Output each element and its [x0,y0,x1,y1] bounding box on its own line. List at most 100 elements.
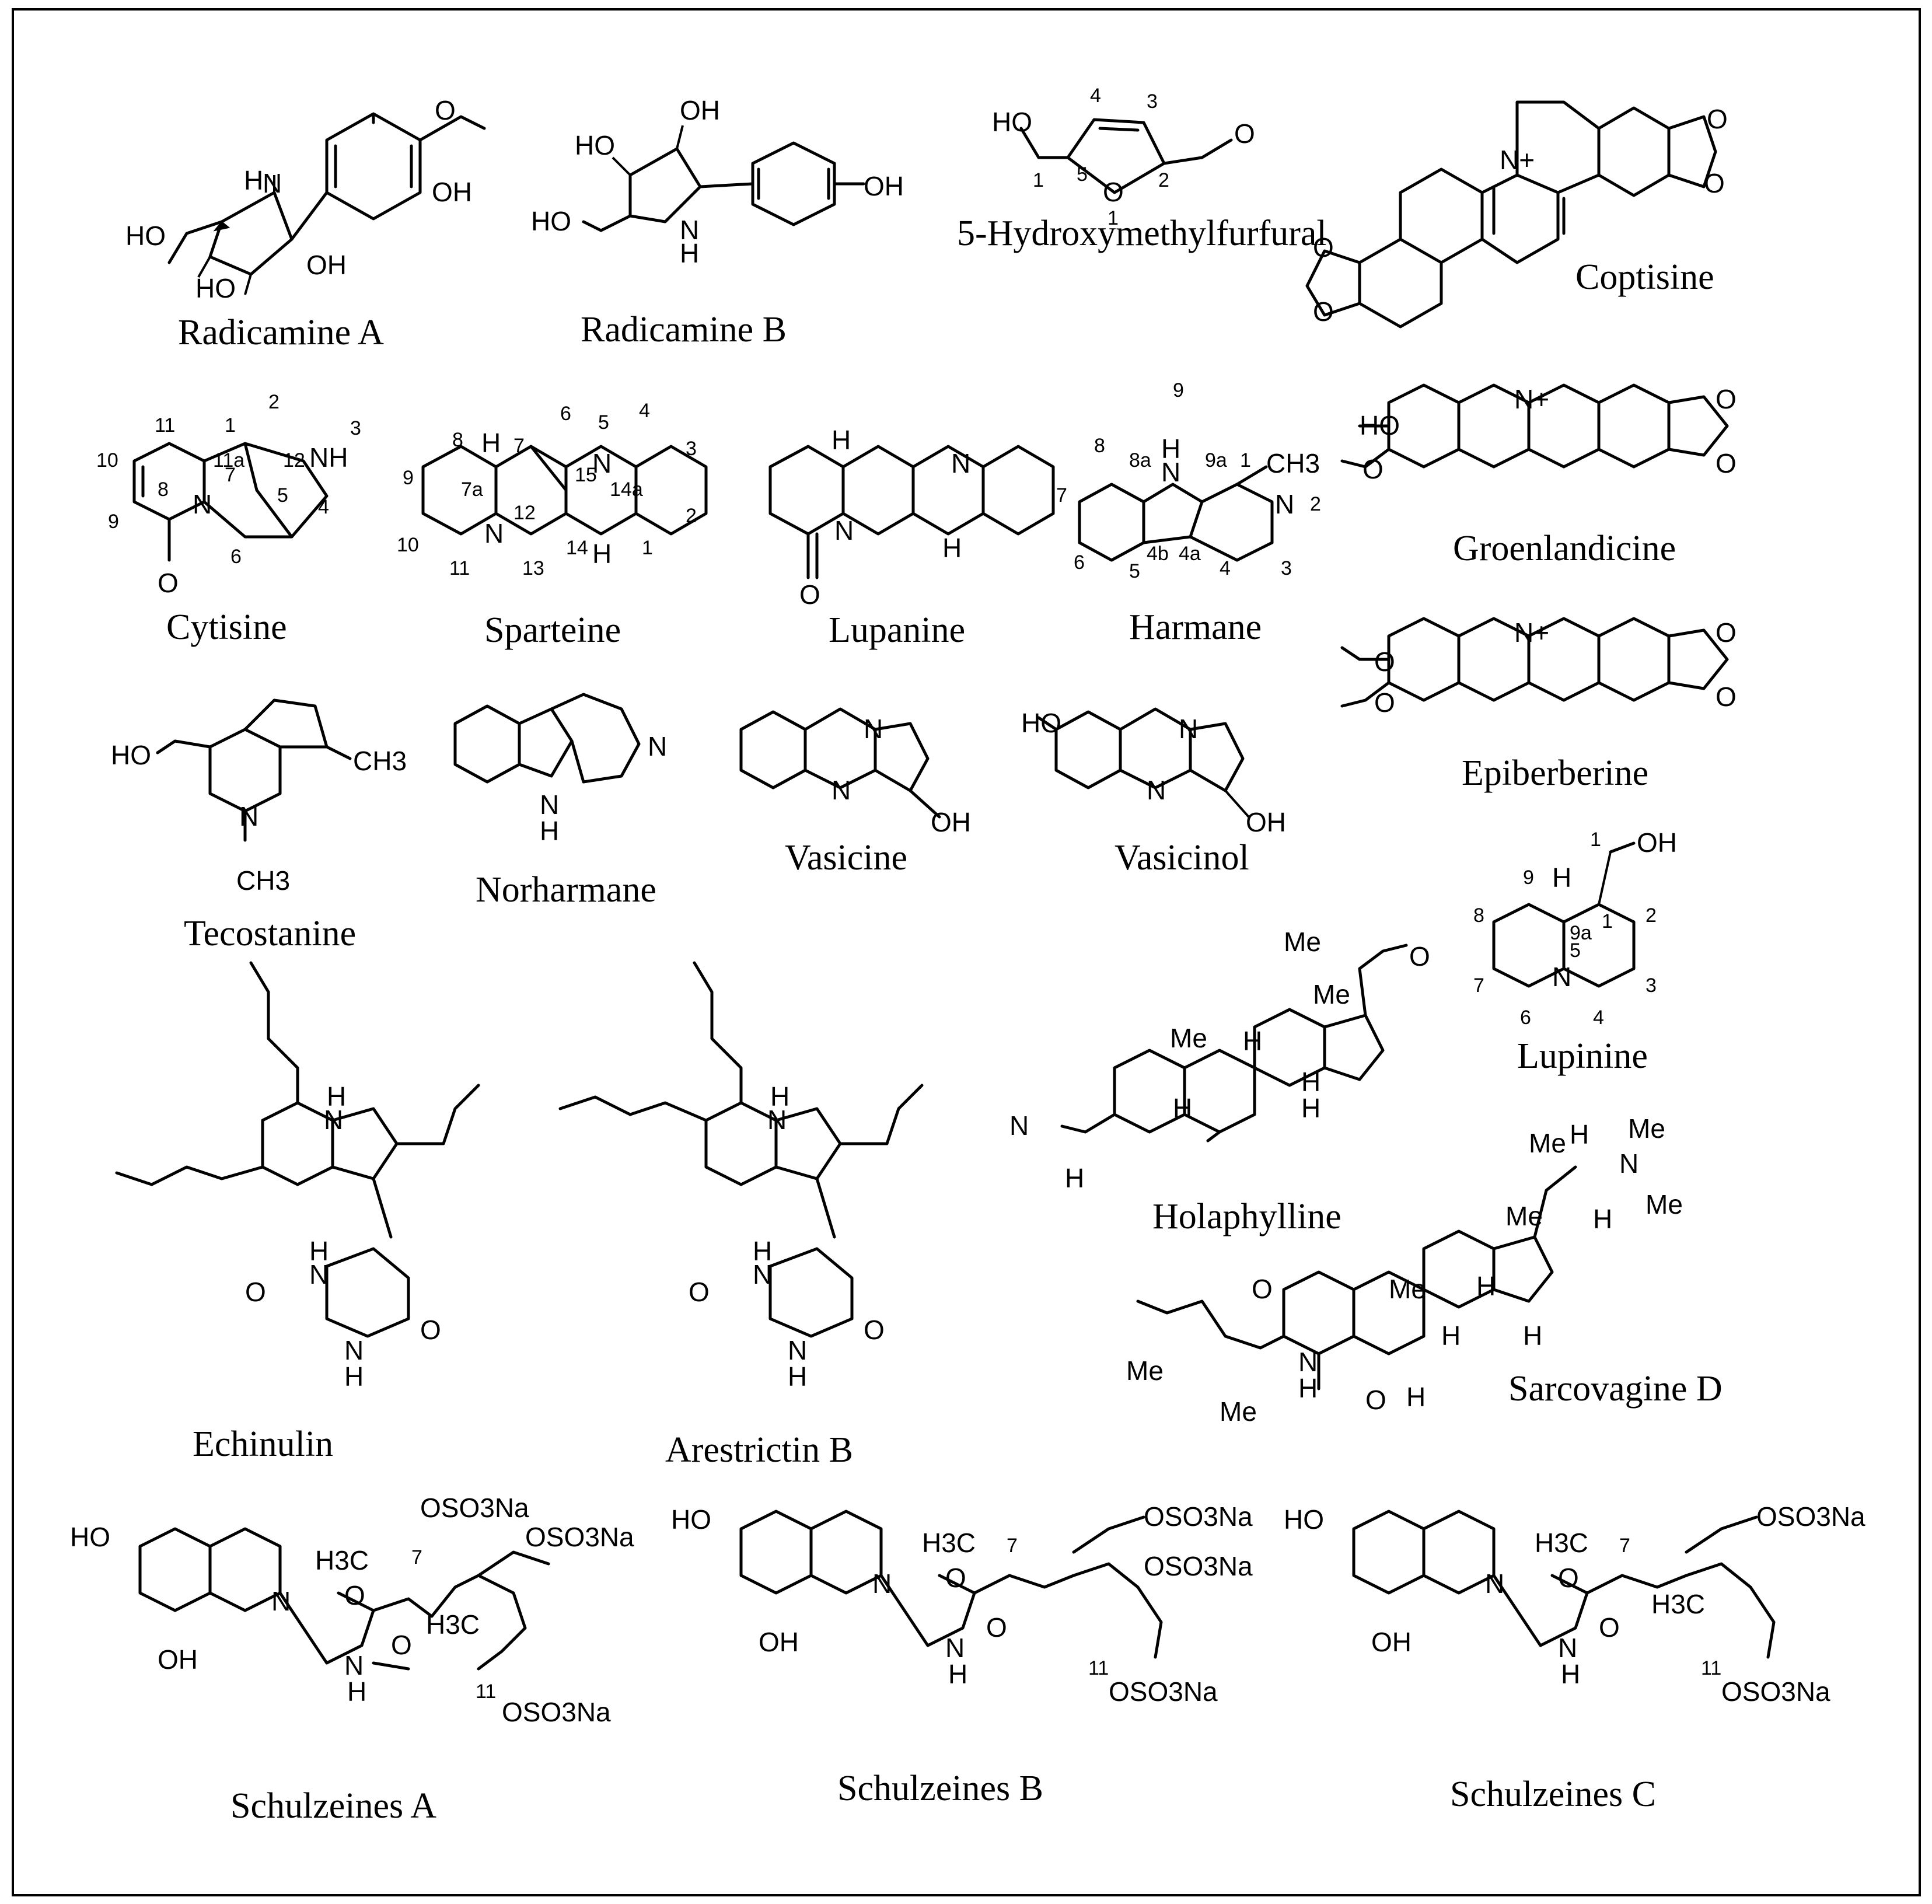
atom-number: 8 [452,429,463,451]
atom-label: N [648,731,667,761]
atom-label: O [420,1315,441,1345]
atom-label: OSO3Na [1144,1501,1253,1532]
atom-label: H [347,1676,366,1707]
atom-label: Me [1313,979,1350,1009]
atom-label: O [391,1630,412,1660]
atom-label: O [1374,687,1395,718]
atom-label: HO [70,1522,110,1552]
atom-label: Me [1645,1189,1683,1220]
compound-holaphylline: Me O Me H H H Me H N H Holaphylline [1009,927,1430,1236]
atom-label: HO [992,107,1032,137]
atom-number: 2 [268,391,280,413]
atom-label: H [1476,1271,1496,1301]
compound-schulzeines-b: HO N O OH H3C OSO3Na OSO3Na O N H OSO3Na… [671,1501,1253,1808]
compound-sarcovagine-d: Me H N Me Me H Me H Me H H O N H O H Me … [1126,1113,1723,1427]
atom-number: 8 [1473,904,1484,927]
atom-number: 4 [1220,557,1231,579]
atom-label: HO [1284,1504,1324,1535]
atom-label: O [245,1277,266,1307]
atom-label: N [767,1105,787,1135]
atom-label: HO [195,273,236,303]
atom-number: 4a [1179,543,1201,565]
atom-label: Me [1126,1355,1164,1386]
compound-tecostanine: HO CH3 N CH3 Tecostanine [111,698,407,953]
atom-label: H [327,1081,346,1112]
compound-name: Norharmane [476,870,656,910]
atom-label: H3C [1651,1589,1705,1619]
compound-name: 5-Hydroxymethylfurfural [957,214,1327,253]
compound-vasicinol: HO N N OH Vasicinol [1021,707,1286,878]
compound-name: Tecostanine [184,914,356,953]
atom-label: H [1523,1320,1542,1351]
atom-number: 11 [1701,1657,1721,1679]
atom-label: HO [671,1504,711,1535]
compound-name: Schulzeines B [837,1769,1043,1808]
atom-label: N [309,1259,329,1290]
atom-label: OSO3Na [1109,1676,1218,1707]
atom-label: H [1298,1373,1318,1403]
atom-label: OSO3Na [1144,1551,1253,1581]
atom-number: 1 [225,414,236,436]
atom-label: O [1558,1563,1579,1593]
atom-label: HO [111,740,151,770]
atom-label: H [948,1659,967,1689]
atom-number: 15 [575,464,597,486]
atom-label: H [1243,1026,1262,1056]
atom-label: N [864,714,883,744]
atom-number: 8 [158,478,169,501]
atom-number: 14 [566,537,588,559]
atom-label: H [753,1236,772,1266]
atom-number: 5 [1129,560,1140,582]
atom-label: N [540,789,559,820]
atom-label: O [1313,232,1334,263]
atom-label: CH3 [1266,448,1320,478]
compound-name: Echinulin [193,1424,333,1464]
atom-label: H [1561,1659,1580,1689]
atom-label: O [1313,296,1334,327]
compound-name: Groenlandicine [1453,529,1676,568]
atom-label: OSO3Na [420,1493,529,1523]
atom-label: N [484,518,504,549]
atom-number: 11 [449,557,470,579]
atom-label: H [942,533,962,563]
atom-number: 14a [610,478,643,501]
atom-label: H [788,1361,807,1392]
atom-label: O [689,1277,710,1307]
compound-name: Sparteine [484,610,621,650]
atom-label: H [344,1361,364,1392]
atom-label: H [680,238,699,268]
atom-label: Me [1284,927,1321,957]
atom-number: 1 [1033,169,1044,191]
atom-number: 4 [1593,1007,1604,1029]
atom-label: O [1365,1385,1386,1415]
atom-number: 5 [277,484,288,506]
atom-number: 2 [1310,493,1321,515]
atom-label: HO [1360,410,1400,441]
atom-label: H [1173,1093,1192,1123]
atom-label: N [1552,962,1571,992]
atom-label: N [680,215,699,245]
atom-number: 1 [1590,829,1601,851]
atom-label: N [788,1335,807,1365]
atom-number: 12 [513,502,536,524]
atom-label: N [1009,1110,1029,1141]
atom-label: O [799,579,820,610]
atom-number: 3 [1147,90,1158,113]
compound-name: Sarcovagine D [1508,1369,1723,1409]
atom-label: H [1301,1093,1320,1123]
atom-number: 7 [1619,1535,1630,1557]
compound-sparteine: H N N H 1 2 3 4 5 6 7 7a 8 9 10 11 12 13… [397,400,708,650]
atom-label: O [986,1612,1007,1643]
atom-number: 6 [230,546,242,568]
atom-label: O [1374,647,1395,677]
atom-number: 6 [560,403,571,425]
compound-echinulin: H N H N O O N H Echinulin [115,961,480,1464]
atom-label: Me [1170,1023,1207,1053]
compound-name: Lupinine [1517,1036,1648,1076]
compound-vasicine: N N OH Vasicine [739,707,971,878]
atom-number: 3 [1281,557,1292,579]
atom-label: N [1485,1568,1504,1599]
compound-name: Holaphylline [1152,1197,1341,1236]
compound-name: Schulzeines C [1450,1774,1656,1814]
compound-name: Coptisine [1575,257,1714,297]
